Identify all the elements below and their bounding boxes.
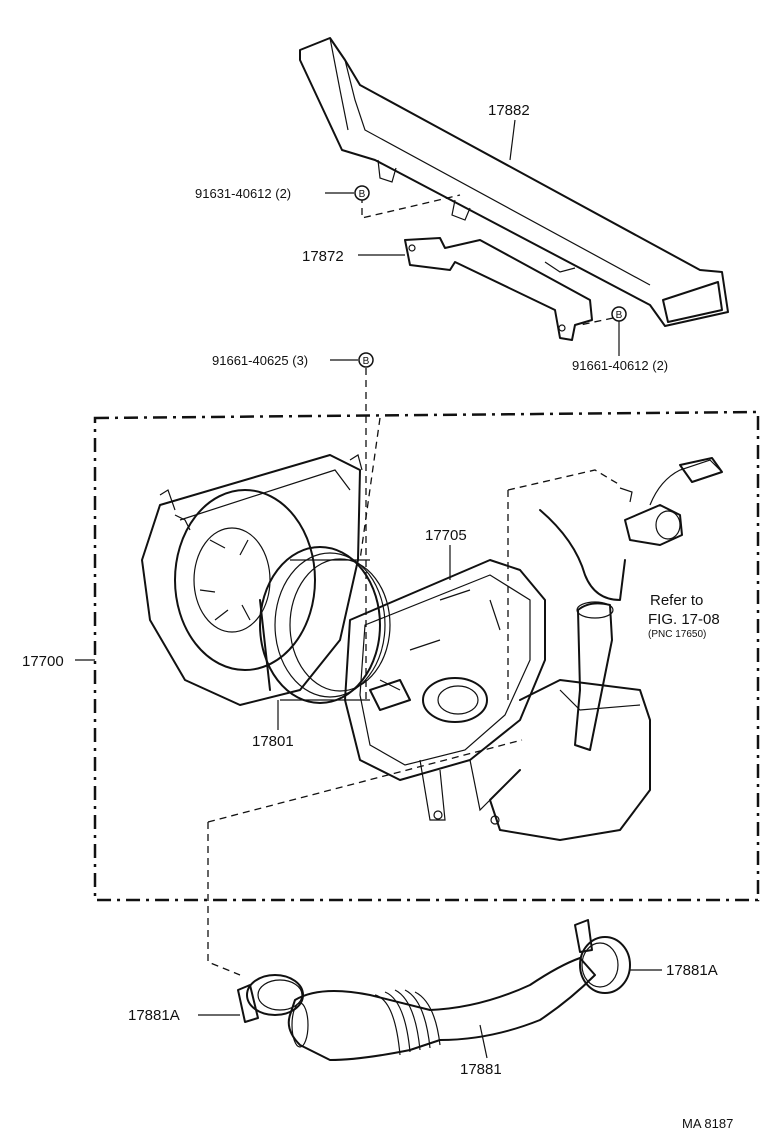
leader-17882 bbox=[509, 119, 516, 161]
intake-hose-17881 bbox=[287, 957, 596, 1061]
bolt-b-icon: B bbox=[358, 352, 374, 368]
sensor-ref-line bbox=[507, 469, 621, 700]
hose-clamp-right bbox=[574, 919, 631, 994]
label-17881: 17881 bbox=[460, 1061, 502, 1078]
bolt-b-letter: B bbox=[616, 310, 623, 321]
refer-to-text: Refer to bbox=[650, 592, 703, 609]
air-cleaner-case-17705 bbox=[344, 559, 651, 841]
leader-17881 bbox=[479, 1024, 488, 1059]
label-17872: 17872 bbox=[302, 248, 344, 265]
intake-duct-17882 bbox=[299, 37, 729, 327]
label-91661-40625: 91661-40625 (3) bbox=[212, 353, 308, 368]
refer-fig-text: FIG. 17-08 bbox=[648, 611, 720, 628]
label-17801: 17801 bbox=[252, 733, 294, 750]
drawing-id: MA 8187 bbox=[682, 1116, 733, 1131]
sensor-harness bbox=[539, 457, 723, 601]
bracket-17872 bbox=[404, 237, 593, 341]
bolt-b-letter: B bbox=[359, 189, 366, 200]
label-91661-40612: 91661-40612 (2) bbox=[572, 358, 668, 373]
label-17705: 17705 bbox=[425, 527, 467, 544]
bolt-b-icon: B bbox=[611, 306, 627, 322]
bolt-line-right bbox=[579, 317, 614, 326]
label-91631-40612: 91631-40612 (2) bbox=[195, 186, 291, 201]
label-17882: 17882 bbox=[488, 102, 530, 119]
air-cleaner-cover bbox=[141, 454, 363, 706]
bolt-b-icon: B bbox=[354, 185, 370, 201]
assembly-frame-17700 bbox=[93, 410, 760, 902]
bolt-b-letter: B bbox=[363, 356, 370, 367]
label-17881a-left: 17881A bbox=[128, 1007, 180, 1024]
hose-clamp-left bbox=[237, 974, 304, 1023]
hose-ref-line bbox=[207, 739, 523, 976]
label-17881a-right: 17881A bbox=[666, 962, 718, 979]
refer-pnc-text: (PNC 17650) bbox=[648, 629, 706, 640]
bolt-line-diag bbox=[359, 417, 381, 561]
bolt-line-upper bbox=[361, 194, 461, 219]
air-filter-element-17801 bbox=[259, 546, 391, 704]
label-17700: 17700 bbox=[22, 653, 64, 670]
